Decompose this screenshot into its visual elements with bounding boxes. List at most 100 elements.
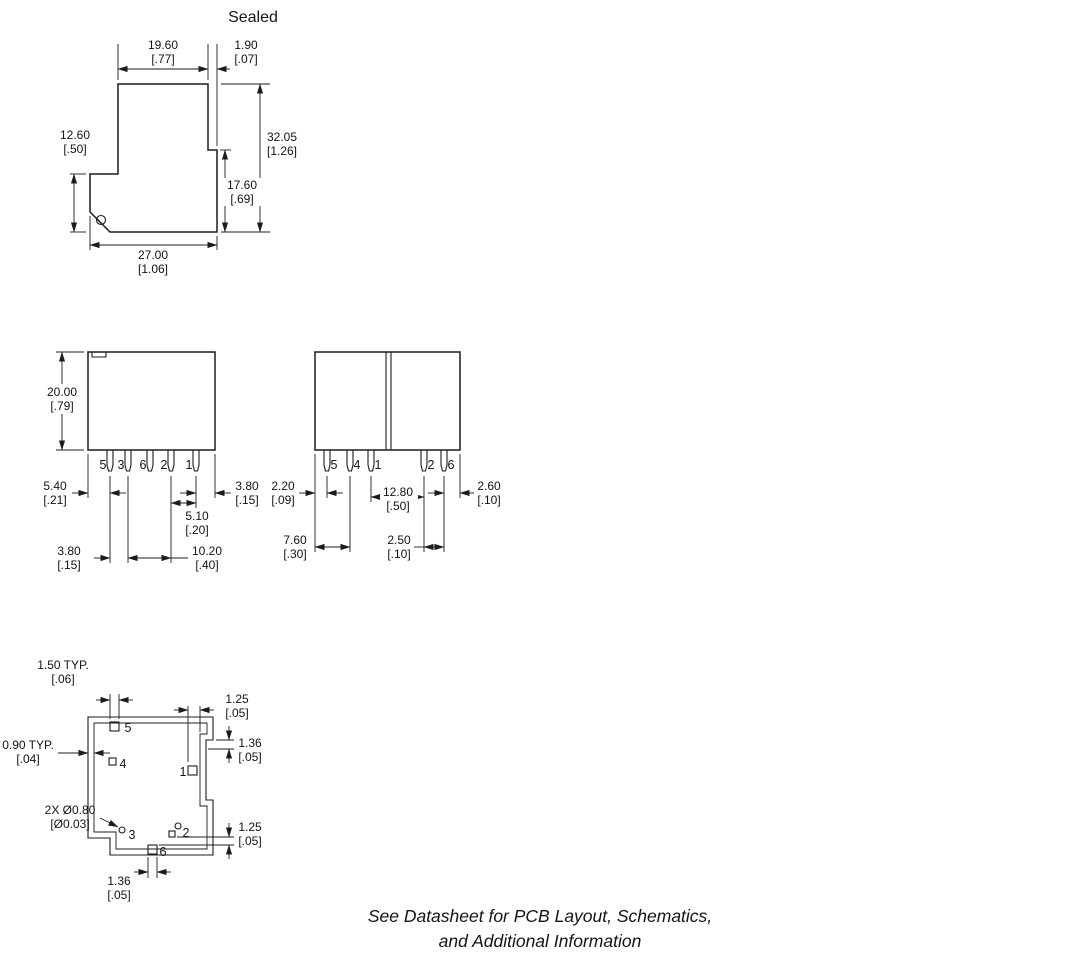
pad-5: [109, 721, 120, 732]
dim-label-mm: 7.60: [283, 533, 307, 547]
footer-line-1: See Datasheet for PCB Layout, Schematics…: [368, 906, 712, 926]
hole-2: [174, 822, 182, 830]
dim-label-in: [.05]: [238, 834, 261, 848]
pin-number-label: 1: [186, 458, 193, 472]
dim-label-in: [.77]: [151, 52, 174, 66]
pin-number-label: 6: [448, 458, 455, 472]
dim-label-in: [.05]: [225, 706, 248, 720]
dim-offset-right: 1.36 [.05]: [208, 726, 262, 764]
dim-label-in: [.20]: [185, 523, 208, 537]
dim-label-in: [1.26]: [267, 144, 297, 158]
dim-pitch-left: 7.60 [.30]: [283, 476, 351, 561]
dim-label-in: [.50]: [386, 499, 409, 513]
pin-lead-5: [106, 449, 114, 472]
pcb-view: 5 4 1 3 2 6 1.50 TYP. [.06] 1.25 [.05]: [2, 658, 262, 902]
dim-width-top: 19.60 [.77]: [117, 38, 209, 80]
dim-trace-typ: 0.90 TYP. [.04]: [2, 738, 110, 766]
dim-label-mm: 32.05: [267, 130, 297, 144]
dim-label-mm: 1.50 TYP.: [37, 658, 89, 672]
pin-lead-6: [440, 449, 448, 472]
dim-label-in: [.06]: [51, 672, 74, 686]
dim-label-in: [.69]: [230, 192, 253, 206]
dim-label-mm: 2.20: [271, 479, 295, 493]
hole-number-label: 6: [160, 845, 167, 859]
dim-label-mm: 2.50: [387, 533, 411, 547]
pin-lead-1: [367, 449, 375, 472]
front-view-b: 5 4 1 2 6 2.20 [.09] 12.80 [.50] 2.60: [271, 351, 501, 561]
dim-label-in: [.15]: [57, 558, 80, 572]
pin-lead-1: [192, 449, 200, 472]
pin-number-label: 2: [161, 458, 168, 472]
pin-lead-2: [420, 449, 428, 472]
hole-number-label: 3: [129, 828, 136, 842]
dim-hole-dia: 2X Ø0.80 [Ø0.03]: [45, 803, 119, 831]
hole-number-label: 4: [120, 757, 127, 771]
hole-number-label: 5: [125, 721, 132, 735]
footer-note: See Datasheet for PCB Layout, Schematics…: [368, 906, 712, 951]
dim-label-in: [.10]: [477, 493, 500, 507]
hole-3: [118, 826, 126, 834]
dim-label-mm: 3.80: [57, 544, 81, 558]
pin-number-label: 5: [100, 458, 107, 472]
dim-body-height: 20.00 [.79]: [44, 351, 84, 451]
dim-pin-to-edge: 3.80 [.15]: [180, 454, 259, 508]
relay-front-outline: [87, 351, 216, 451]
dim-height-left: 12.60 [.50]: [60, 128, 90, 233]
dim-height-right: 17.60 [.69]: [220, 149, 261, 233]
pin-lead-5: [323, 449, 331, 472]
dim-label-mm: 3.80: [235, 479, 259, 493]
dim-offset-top: 1.25 [.05]: [174, 692, 249, 762]
leader-line: [99, 817, 119, 828]
dim-label-mm: 10.20: [192, 544, 222, 558]
dim-label-in: [1.06]: [138, 262, 168, 276]
drawing-title: Sealed: [228, 9, 278, 26]
dim-label-mm: 20.00: [47, 385, 77, 399]
dim-label-mm: 19.60: [148, 38, 178, 52]
dim-label-mm: 1.90: [234, 38, 258, 52]
relay-side-outline: [89, 83, 218, 233]
pin-lead-4: [346, 449, 354, 472]
dim-label-mm: 2.60: [477, 479, 501, 493]
footprint-outline-outer: [87, 716, 214, 856]
dim-pitch-right: 2.50 [.10]: [387, 533, 445, 561]
dim-edge-to-pin: 2.20 [.09]: [271, 454, 343, 552]
dim-label-mm: 17.60: [227, 178, 257, 192]
pin-number-label: 1: [375, 458, 382, 472]
dim-label-in: [.15]: [235, 493, 258, 507]
dim-pitch-a: 5.10 [.20]: [170, 476, 209, 563]
dim-step-top: 1.90 [.07]: [216, 38, 258, 146]
label-backing: [380, 485, 418, 513]
dim-pitch-mid: 12.80 [.50]: [370, 476, 425, 552]
dim-label-mm: 12.60: [60, 128, 90, 142]
pad-2: [168, 830, 176, 838]
dim-label-mm: 5.40: [43, 479, 67, 493]
dim-label-mm: 0.90 TYP.: [2, 738, 54, 752]
dim-label-in: [.10]: [387, 547, 410, 561]
pin-number-label: 5: [331, 458, 338, 472]
front-view-a: 5 3 6 2 1 20.00 [.79] 5.40 [.21] 3.80: [43, 351, 259, 572]
dim-label-in: [Ø0.03]: [50, 817, 89, 831]
dim-label-mm: 12.80: [383, 485, 413, 499]
dim-pad-typ: 1.50 TYP. [.06]: [37, 658, 133, 719]
dim-label-mm: 27.00: [138, 248, 168, 262]
relay-front-outline: [314, 351, 461, 451]
dim-label-in: [.07]: [234, 52, 257, 66]
dim-pitch-b: 3.80 [.15]: [57, 544, 111, 572]
dim-label-mm: 5.10: [185, 509, 209, 523]
pin-lead-6: [146, 449, 154, 472]
pin-number-label: 4: [354, 458, 361, 472]
pin-number-label: 2: [428, 458, 435, 472]
dim-offset-lower: 1.25 [.05]: [159, 820, 262, 859]
top-notch: [91, 352, 107, 358]
label-backing: [44, 384, 81, 414]
dim-label-mm: 1.25: [238, 820, 262, 834]
dim-label-in: [.40]: [195, 558, 218, 572]
dim-offset-bottom: 1.36 [.05]: [107, 857, 171, 902]
dim-label-in: [.05]: [238, 750, 261, 764]
pin-number-label: 6: [140, 458, 147, 472]
dim-label-in: [.30]: [283, 547, 306, 561]
side-view: 19.60 [.77] 1.90 [.07] 12.60 [.50] 32.05…: [60, 38, 297, 276]
pad-6: [147, 844, 158, 855]
dim-label-mm: 1.36: [238, 736, 262, 750]
